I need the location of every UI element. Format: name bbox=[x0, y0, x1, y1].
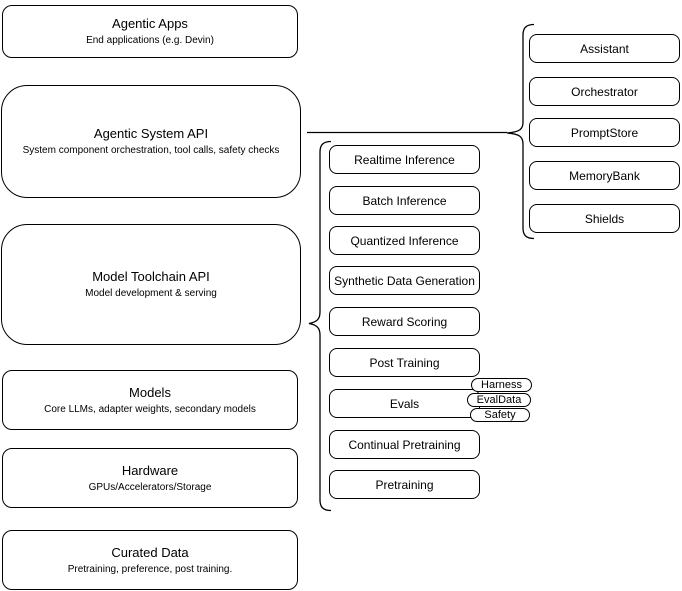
node-subtitle: Pretraining, preference, post training. bbox=[67, 563, 233, 575]
pill-harness: Harness bbox=[471, 378, 532, 392]
node-subtitle: Model development & serving bbox=[85, 288, 217, 299]
node-subtitle: System component orchestration, tool cal… bbox=[22, 145, 280, 156]
node-subtitle: End applications (e.g. Devin) bbox=[86, 35, 214, 46]
node-realtime-inference: Realtime Inference bbox=[329, 145, 480, 174]
node-title: Hardware bbox=[121, 462, 179, 478]
node-shields: Shields bbox=[529, 204, 680, 233]
node-subtitle: Core LLMs, adapter weights, secondary mo… bbox=[44, 403, 256, 415]
node-orchestrator: Orchestrator bbox=[529, 77, 680, 106]
node-continual-pretraining: Continual Pretraining bbox=[329, 430, 480, 459]
node-subtitle: GPUs/Accelerators/Storage bbox=[88, 481, 212, 493]
node-promptstore: PromptStore bbox=[529, 118, 680, 147]
node-post-training: Post Training bbox=[329, 348, 480, 377]
node-evals: Evals bbox=[329, 389, 480, 418]
node-synthetic-data-generation: Synthetic Data Generation bbox=[329, 266, 480, 295]
node-title: Agentic Apps bbox=[112, 16, 188, 31]
node-title: Model Toolchain API bbox=[92, 269, 210, 284]
node-title: Curated Data bbox=[111, 544, 189, 560]
pill-evaldata: EvalData bbox=[467, 393, 531, 407]
node-pretraining: Pretraining bbox=[329, 470, 480, 499]
node-batch-inference: Batch Inference bbox=[329, 186, 480, 215]
node-title: Models bbox=[129, 384, 171, 400]
pill-safety: Safety bbox=[470, 408, 530, 422]
node-title: Agentic System API bbox=[93, 126, 209, 141]
node-quantized-inference: Quantized Inference bbox=[329, 226, 480, 255]
node-agentic-apps: Agentic Apps End applications (e.g. Devi… bbox=[2, 5, 298, 58]
node-reward-scoring: Reward Scoring bbox=[329, 307, 480, 336]
node-curated-data: Curated Data Pretraining, preference, po… bbox=[2, 530, 298, 590]
node-agentic-system-api: Agentic System API System component orch… bbox=[1, 85, 301, 198]
node-model-toolchain-api: Model Toolchain API Model development & … bbox=[1, 224, 301, 345]
brace-middle-column bbox=[308, 140, 332, 512]
node-models: Models Core LLMs, adapter weights, secon… bbox=[2, 370, 298, 430]
node-hardware: Hardware GPUs/Accelerators/Storage bbox=[2, 448, 298, 508]
node-memorybank: MemoryBank bbox=[529, 161, 680, 190]
node-assistant: Assistant bbox=[529, 34, 680, 63]
